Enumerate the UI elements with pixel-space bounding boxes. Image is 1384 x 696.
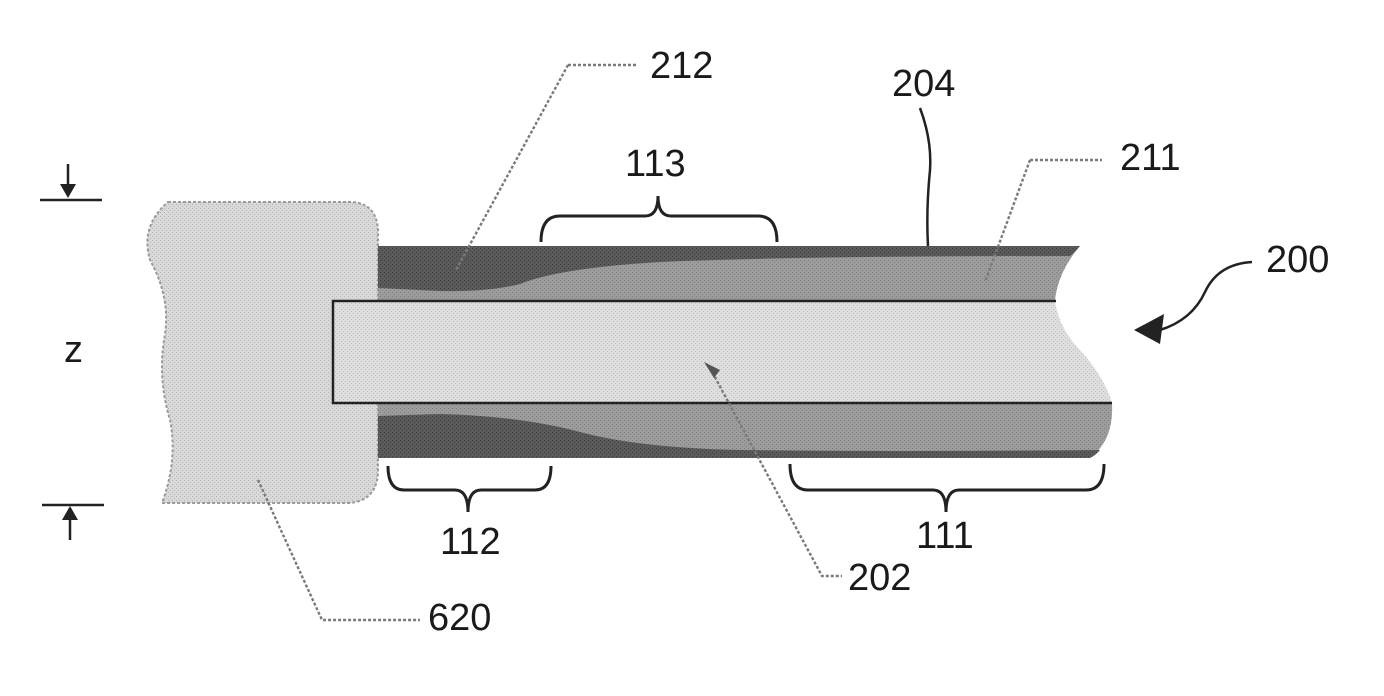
leader-204 — [918, 107, 932, 247]
label-202: 202 — [848, 557, 911, 599]
leader-212 — [454, 63, 638, 271]
label-620: 620 — [428, 597, 491, 639]
block-620 — [146, 201, 380, 504]
arrow-200-head — [1134, 314, 1164, 344]
bracket-111 — [788, 463, 1106, 513]
label-112: 112 — [440, 521, 501, 563]
label-200: 200 — [1266, 239, 1329, 281]
label-211: 211 — [1120, 137, 1181, 179]
leader-202 — [708, 367, 842, 578]
core-202 — [333, 302, 1112, 403]
label-111: 111 — [916, 515, 974, 557]
bottom-layer-dark — [378, 414, 1100, 458]
dimension-z — [40, 164, 104, 540]
label-113: 113 — [625, 143, 686, 185]
label-212: 212 — [650, 45, 713, 87]
core-outline — [331, 299, 1112, 405]
top-layer-212 — [378, 246, 1080, 292]
label-204: 204 — [892, 63, 955, 105]
arrow-200 — [1159, 260, 1253, 332]
leader-211 — [983, 158, 1102, 283]
bracket-113 — [539, 195, 779, 243]
bracket-112 — [386, 465, 553, 513]
label-z: z — [64, 329, 83, 371]
leader-620 — [256, 479, 420, 622]
